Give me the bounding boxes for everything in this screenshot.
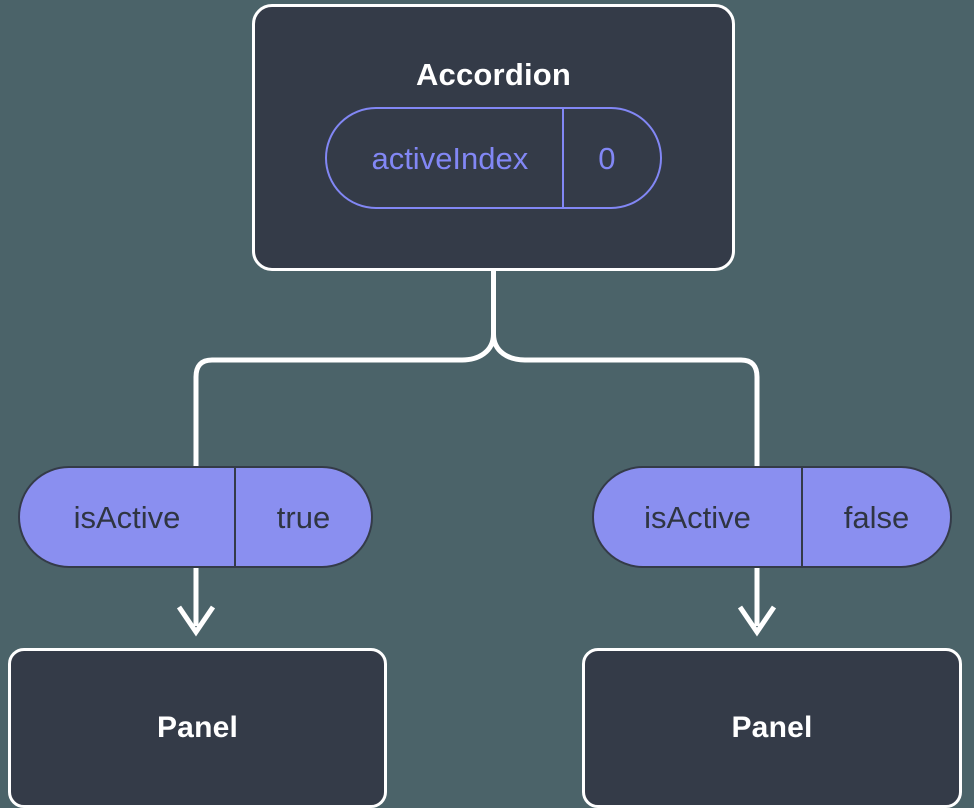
- panel-node-left[interactable]: Panel: [8, 648, 387, 808]
- arrow-head-left-icon: [176, 605, 216, 637]
- arrow-head-right-icon: [737, 605, 777, 637]
- state-pill-key: activeIndex: [371, 140, 529, 176]
- connector-branch-left: [193, 333, 496, 466]
- state-pill-active-index[interactable]: activeIndex 0: [325, 107, 662, 209]
- panel-node-label: Panel: [156, 711, 239, 744]
- panel-node-label: Panel: [731, 711, 813, 744]
- connector-branch-right: [491, 333, 760, 466]
- prop-pill-value: false: [801, 468, 950, 566]
- state-pill-value: 0: [562, 109, 659, 207]
- prop-pill-is-active-true[interactable]: isActive true: [18, 466, 373, 568]
- prop-pill-value: true: [234, 468, 371, 566]
- prop-pill-is-active-false[interactable]: isActive false: [592, 466, 952, 568]
- accordion-node[interactable]: Accordion activeIndex 0: [252, 4, 735, 271]
- accordion-node-label: Accordion: [415, 57, 572, 92]
- prop-pill-key: isActive: [73, 499, 181, 535]
- panel-node-right[interactable]: Panel: [582, 648, 962, 808]
- prop-pill-key: isActive: [644, 499, 751, 535]
- diagram-canvas: Accordion activeIndex 0 isActive true is…: [8, 4, 962, 808]
